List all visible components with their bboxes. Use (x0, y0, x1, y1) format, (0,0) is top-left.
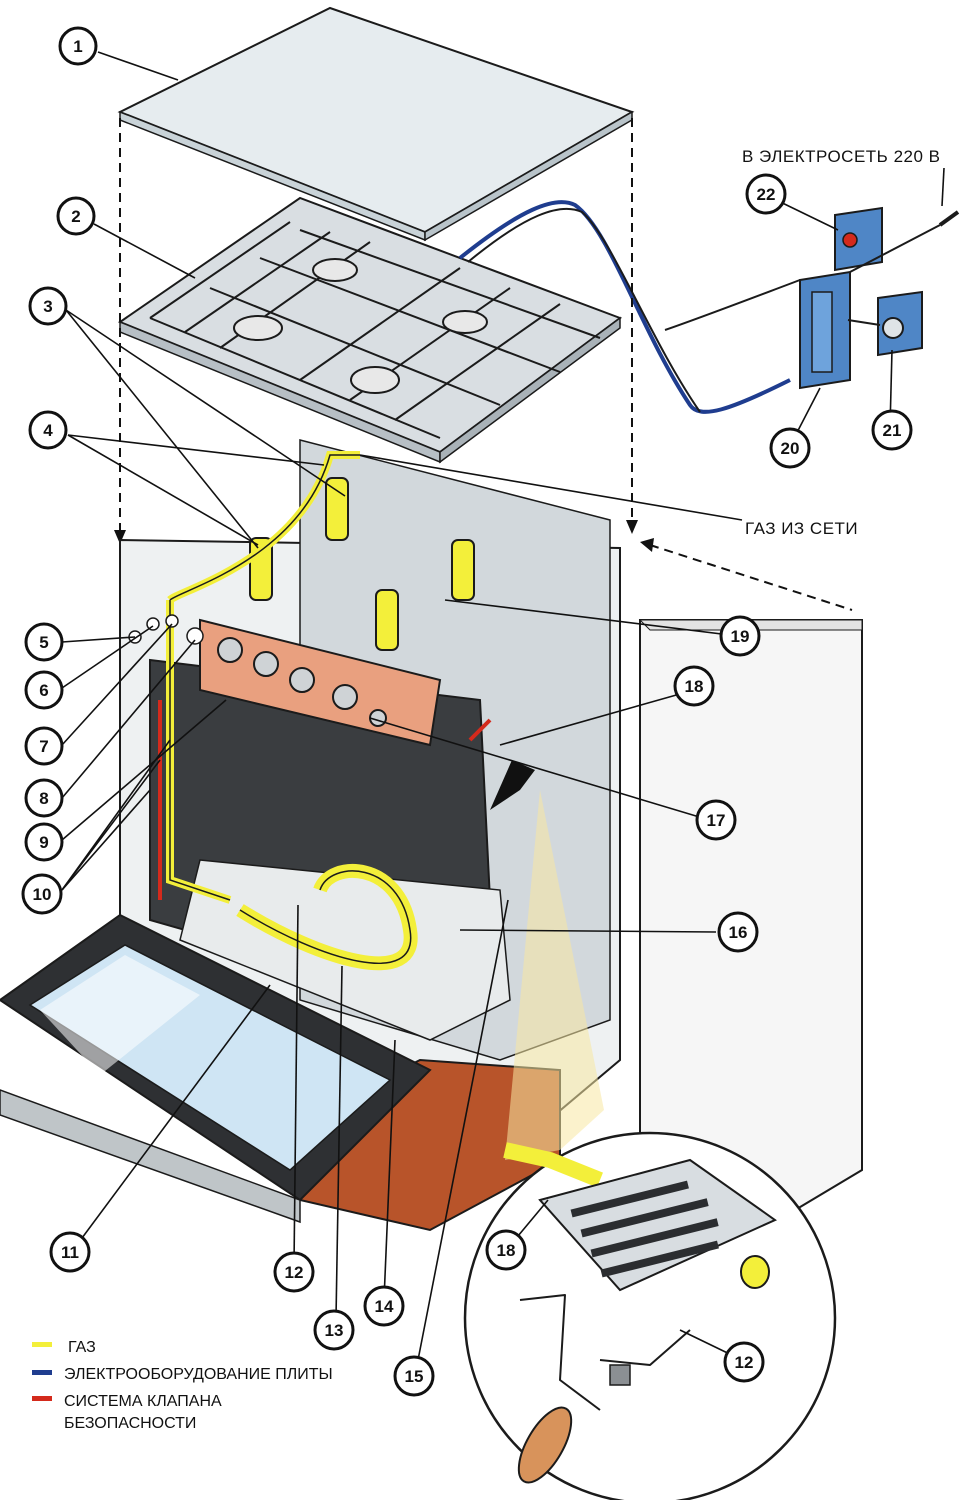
assembly-guides (114, 118, 853, 611)
svg-text:5: 5 (39, 633, 48, 652)
svg-text:2: 2 (71, 207, 80, 226)
legend-swatch-gas (32, 1342, 52, 1347)
legend: ГАЗ ЭЛЕКТРООБОРУДОВАНИЕ ПЛИТЫ СИСТЕМА КЛ… (32, 1339, 333, 1432)
callout-13: 13 (313, 1309, 355, 1351)
callout-12-inset: 12 (723, 1341, 765, 1383)
svg-text:18: 18 (497, 1241, 516, 1260)
callout-18-inset: 18 (485, 1229, 527, 1271)
top-cover (117, 6, 635, 242)
callout-8: 8 (24, 778, 64, 818)
legend-label-safety-valve-line2: БЕЗОПАСНОСТИ (64, 1415, 196, 1432)
legend-swatch-electric (32, 1370, 52, 1375)
callout-12: 12 (273, 1251, 315, 1293)
cooktop-with-grates (117, 196, 623, 464)
callout-20: 20 (769, 427, 811, 469)
callout-17: 17 (695, 799, 737, 841)
electric-wiring (458, 200, 801, 414)
callout-6: 6 (24, 670, 64, 710)
svg-text:17: 17 (707, 811, 726, 830)
svg-text:18: 18 (685, 677, 704, 696)
svg-text:12: 12 (735, 1353, 754, 1372)
safety-valve-detail-inset (463, 760, 837, 1500)
callout-16: 16 (717, 911, 759, 953)
stove-body (0, 439, 863, 1232)
svg-text:20: 20 (781, 439, 800, 458)
legend-swatch-safety-valve (32, 1396, 52, 1401)
svg-text:13: 13 (325, 1321, 344, 1340)
callout-9: 9 (24, 822, 64, 862)
svg-text:12: 12 (285, 1263, 304, 1282)
svg-text:15: 15 (405, 1367, 424, 1386)
callout-1: 1 (58, 26, 98, 66)
callout-11: 11 (49, 1231, 91, 1273)
gas-supply-label: ГАЗ ИЗ СЕТИ (745, 519, 858, 538)
callout-3: 3 (28, 286, 68, 326)
callout-10: 10 (21, 873, 63, 915)
svg-text:14: 14 (375, 1297, 394, 1316)
leader-lines (61, 51, 945, 1361)
callout-5: 5 (24, 622, 64, 662)
callout-18: 18 (673, 665, 715, 707)
electrical-components (799, 206, 960, 390)
legend-label-gas: ГАЗ (68, 1339, 96, 1356)
callout-21: 21 (871, 409, 913, 451)
power-supply-label: В ЭЛЕКТРОСЕТЬ 220 В (742, 147, 941, 166)
svg-text:8: 8 (39, 789, 48, 808)
legend-label-electric: ЭЛЕКТРООБОРУДОВАНИЕ ПЛИТЫ (64, 1366, 333, 1383)
svg-text:6: 6 (39, 681, 48, 700)
callout-4: 4 (28, 410, 68, 450)
svg-text:11: 11 (61, 1243, 79, 1262)
callout-7: 7 (24, 726, 64, 766)
svg-text:19: 19 (731, 627, 750, 646)
svg-text:16: 16 (729, 923, 748, 942)
svg-text:3: 3 (43, 297, 52, 316)
svg-text:4: 4 (43, 421, 53, 440)
callout-22: 22 (745, 173, 787, 215)
legend-item-gas: ГАЗ (32, 1339, 96, 1356)
svg-text:7: 7 (39, 737, 48, 756)
svg-text:22: 22 (757, 185, 776, 204)
callout-15: 15 (393, 1355, 435, 1397)
legend-item-safety-valve: СИСТЕМА КЛАПАНА БЕЗОПАСНОСТИ (32, 1393, 222, 1432)
svg-text:1: 1 (73, 37, 82, 56)
callout-2: 2 (56, 196, 96, 236)
legend-item-electric: ЭЛЕКТРООБОРУДОВАНИЕ ПЛИТЫ (32, 1366, 333, 1383)
callout-14: 14 (363, 1285, 405, 1327)
svg-text:9: 9 (39, 833, 48, 852)
legend-label-safety-valve-line1: СИСТЕМА КЛАПАНА (64, 1393, 222, 1410)
svg-text:21: 21 (883, 421, 902, 440)
callout-19: 19 (719, 615, 761, 657)
svg-text:10: 10 (33, 885, 52, 904)
